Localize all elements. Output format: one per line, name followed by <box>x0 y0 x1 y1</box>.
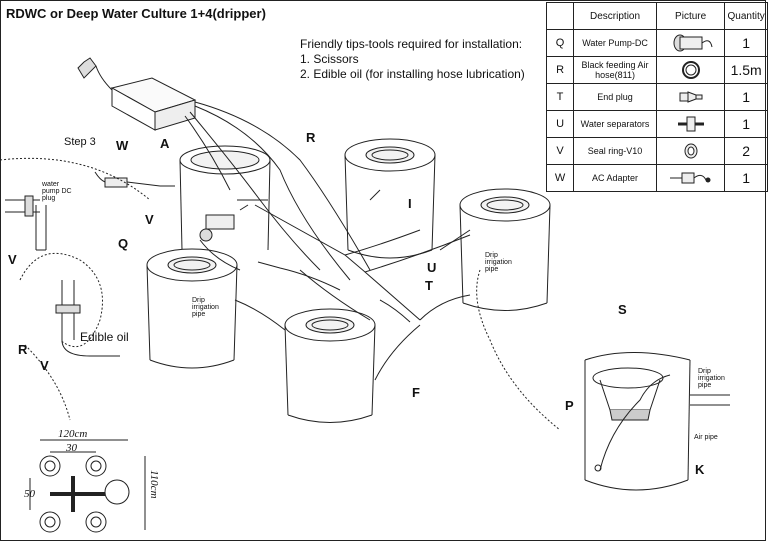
callout-f: F <box>412 385 420 400</box>
callout-v-left-lower: V <box>40 358 49 373</box>
part-letter: W <box>545 164 575 192</box>
ac-adapter <box>94 171 175 188</box>
dimension-total-height: 110cm <box>148 470 160 499</box>
seal-ring-icon <box>684 143 698 159</box>
parts-row: U Water separators 1 <box>545 110 768 138</box>
air-pipe-label: Air pipe <box>694 434 718 441</box>
header-picture: Picture <box>655 2 726 30</box>
callout-a: A <box>160 136 170 151</box>
header-quantity: Quantity <box>724 2 768 30</box>
parts-table: Description Picture Quantity Q Water Pum… <box>545 2 768 192</box>
pump-plug-label: water pump DC plug <box>42 181 72 202</box>
header-description: Description <box>573 2 657 30</box>
callout-r: R <box>306 130 316 145</box>
parts-row: R Black feeding Air hose(811) 1.5m <box>545 56 768 84</box>
drip-pipe-label-detail: Drip irrigation pipe <box>698 368 725 389</box>
part-quantity: 1.5m <box>724 56 768 84</box>
diagram-title: RDWC or Deep Water Culture 1+4(dripper) <box>6 6 266 21</box>
part-description: Water Pump-DC <box>573 29 657 57</box>
footprint-layout <box>29 439 146 533</box>
callout-s: S <box>618 302 627 317</box>
dimension-inner-width: 30 <box>66 442 77 454</box>
end-plug-icon <box>679 91 703 103</box>
callout-q: Q <box>118 236 129 251</box>
detail-fitting-upper <box>5 195 47 251</box>
part-description: End plug <box>573 83 657 111</box>
callout-v-left: V <box>8 252 17 267</box>
header-letter <box>545 2 575 30</box>
callout-r-left: R <box>18 342 28 357</box>
callout-k: K <box>695 462 705 477</box>
parts-row: Q Water Pump-DC 1 <box>545 29 768 57</box>
tips-item: 2. Edible oil (for installing hose lubri… <box>300 67 525 81</box>
callout-u: U <box>427 260 437 275</box>
callout-i: I <box>408 196 412 211</box>
controller-box <box>77 57 197 131</box>
drip-pipe-label-left: Drip irrigation pipe <box>192 297 219 318</box>
grow-bucket-right <box>459 188 551 311</box>
part-letter: Q <box>545 29 575 57</box>
part-letter: R <box>545 56 575 84</box>
water-pump-icon <box>673 34 713 52</box>
part-quantity: 2 <box>724 137 768 165</box>
water-pump <box>199 204 249 242</box>
hose-network <box>184 101 471 381</box>
grow-bucket-left <box>146 248 238 369</box>
detail-fitting-lower <box>55 280 120 357</box>
bucket-cross-section <box>584 352 730 491</box>
callout-t: T <box>425 278 433 293</box>
callout-p: P <box>565 398 574 413</box>
part-description: AC Adapter <box>573 164 657 192</box>
dimension-total-width: 120cm <box>58 428 88 440</box>
part-letter: V <box>545 137 575 165</box>
part-letter: T <box>545 83 575 111</box>
tips-heading: Friendly tips-tools required for install… <box>300 37 523 51</box>
reservoir-tank-a <box>179 145 271 251</box>
callout-w: W <box>116 138 129 153</box>
water-separator-icon <box>677 116 704 132</box>
edible-oil-label: Edible oil <box>80 330 129 344</box>
detail-callout-lines <box>0 157 561 431</box>
parts-table-header: Description Picture Quantity <box>545 2 768 30</box>
parts-row: W AC Adapter 1 <box>545 164 768 192</box>
hose-coil-icon <box>681 61 700 79</box>
part-quantity: 1 <box>724 164 768 192</box>
parts-row: V Seal ring-V10 2 <box>545 137 768 165</box>
part-letter: U <box>545 110 575 138</box>
callout-v: V <box>145 212 154 227</box>
tips-item: 1. Scissors <box>300 52 359 66</box>
ac-adapter-icon <box>669 172 711 184</box>
step-label: Step 3 <box>64 136 96 148</box>
installation-tips: Friendly tips-tools required for install… <box>300 37 525 82</box>
part-description: Black feeding Air hose(811) <box>573 56 657 84</box>
part-description: Seal ring-V10 <box>573 137 657 165</box>
part-quantity: 1 <box>724 110 768 138</box>
drip-pipe-label-right: Drip irrigation pipe <box>485 252 512 273</box>
grow-bucket-front <box>284 308 376 423</box>
dimension-inner-height: 50 <box>24 488 35 500</box>
grow-bucket-back <box>344 138 436 259</box>
